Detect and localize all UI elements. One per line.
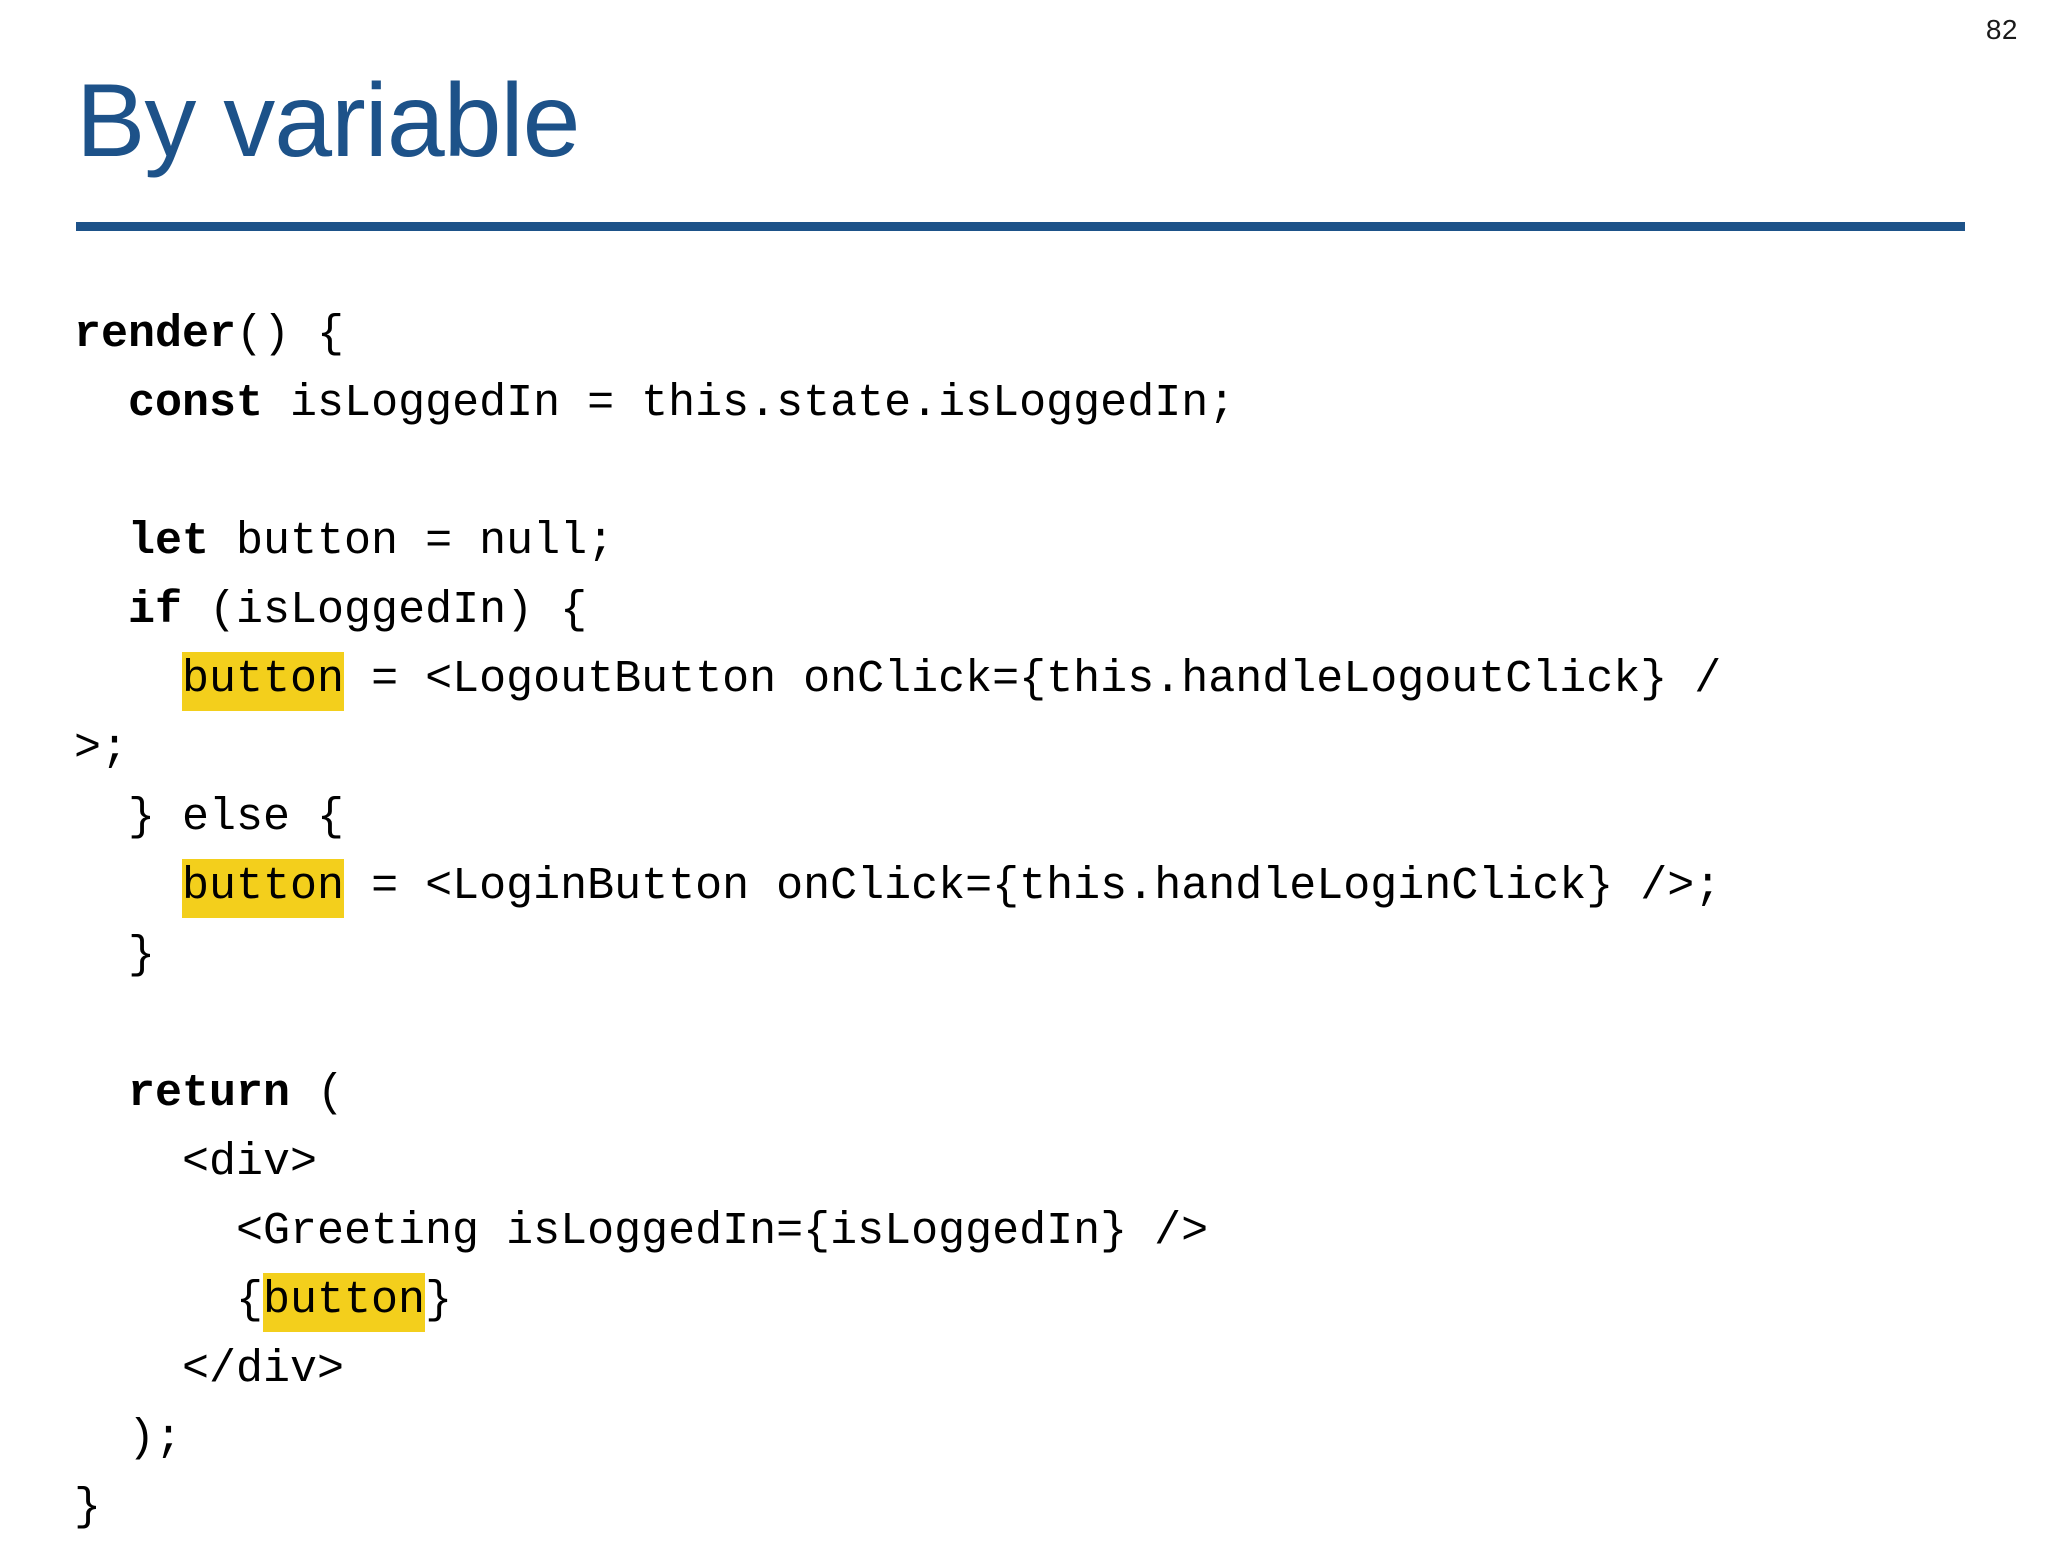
code-line: return ( xyxy=(74,1059,2034,1128)
highlighted-token: button xyxy=(263,1273,426,1332)
title-block: By variable xyxy=(76,66,1966,176)
code-text: () { xyxy=(236,309,345,360)
code-text: ); xyxy=(74,1413,183,1464)
code-text: } xyxy=(74,1482,102,1533)
code-text xyxy=(74,1068,128,1119)
code-text xyxy=(74,861,182,912)
code-text: button = null; xyxy=(209,516,615,567)
code-line: } else { xyxy=(74,783,2034,852)
code-text: { xyxy=(74,1275,264,1326)
highlighted-token: button xyxy=(182,859,345,918)
title-underline-rule xyxy=(76,222,1965,231)
code-keyword: if xyxy=(128,585,183,636)
code-text: <Greeting isLoggedIn={isLoggedIn} /> xyxy=(74,1206,1209,1257)
code-line: ); xyxy=(74,1404,2034,1473)
code-text: } xyxy=(425,1275,453,1326)
code-line: >; xyxy=(74,714,2034,783)
code-line: const isLoggedIn = this.state.isLoggedIn… xyxy=(74,369,2034,438)
code-line: } xyxy=(74,1473,2034,1542)
code-text: = <LoginButton onClick={this.handleLogin… xyxy=(344,861,1722,912)
code-text xyxy=(74,654,182,705)
code-line: button = <LoginButton onClick={this.hand… xyxy=(74,852,2034,921)
code-text xyxy=(74,378,128,429)
page-title: By variable xyxy=(76,63,580,179)
code-line: <div> xyxy=(74,1128,2034,1197)
page-number: 82 xyxy=(1985,14,2018,45)
code-line xyxy=(74,438,2034,507)
code-text: isLoggedIn = this.state.isLoggedIn; xyxy=(263,378,1236,429)
code-text xyxy=(74,516,128,567)
code-line: <Greeting isLoggedIn={isLoggedIn} /> xyxy=(74,1197,2034,1266)
code-text: = <LogoutButton onClick={this.handleLogo… xyxy=(344,654,1722,705)
code-keyword: render xyxy=(74,309,237,360)
code-text: </div> xyxy=(74,1344,345,1395)
code-keyword: let xyxy=(128,516,210,567)
code-line: if (isLoggedIn) { xyxy=(74,576,2034,645)
code-text: ( xyxy=(290,1068,345,1119)
code-line: {button} xyxy=(74,1266,2034,1335)
code-block: render() { const isLoggedIn = this.state… xyxy=(74,300,2034,1542)
code-text: (isLoggedIn) { xyxy=(182,585,588,636)
code-keyword: return xyxy=(128,1068,291,1119)
code-text: >; xyxy=(74,723,129,774)
code-line: button = <LogoutButton onClick={this.han… xyxy=(74,645,2034,714)
code-text: } else { xyxy=(74,792,345,843)
code-line: render() { xyxy=(74,300,2034,369)
code-line: } xyxy=(74,921,2034,990)
code-text: } xyxy=(74,930,156,981)
code-line xyxy=(74,990,2034,1059)
code-line: </div> xyxy=(74,1335,2034,1404)
code-text: <div> xyxy=(74,1137,318,1188)
code-text xyxy=(74,585,128,636)
code-keyword: const xyxy=(128,378,264,429)
code-line: let button = null; xyxy=(74,507,2034,576)
highlighted-token: button xyxy=(182,652,345,711)
